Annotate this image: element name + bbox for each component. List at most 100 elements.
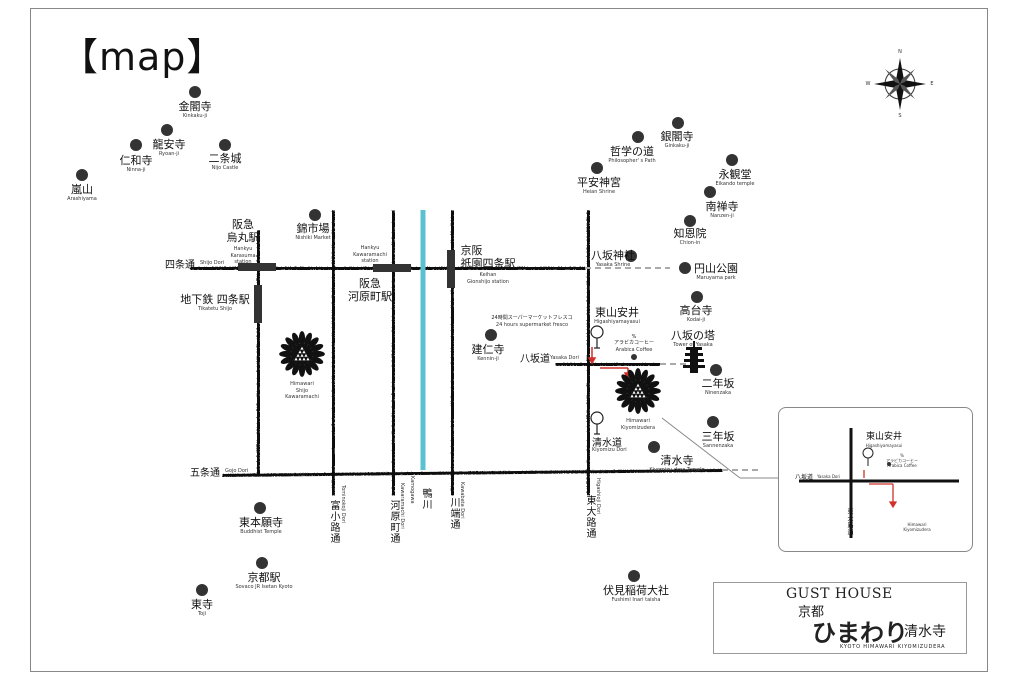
dot-ninenzaka — [710, 364, 722, 376]
inset-label-hotel: Himawari Kiyomizudera — [903, 522, 931, 532]
dot-kinkakuji — [189, 86, 201, 98]
inset-label-higashioji: 東大路通 — [846, 508, 853, 536]
pin-higashiyamayasui — [590, 325, 604, 339]
dot-toji — [196, 584, 208, 596]
station-subway-shijo-block — [254, 285, 262, 323]
station-kawaramachi-block — [373, 264, 411, 272]
compass-w: W — [865, 81, 871, 87]
label-road-kawaramachi-en: Kawaramachi Dori — [399, 483, 405, 529]
compass-e: E — [930, 81, 934, 87]
label-road-tominokoji: 富小路通 — [328, 500, 339, 544]
label-hotel-kiyomizu: Himawari Kiyomizudera — [620, 418, 656, 431]
pin-kiyomizu — [590, 411, 604, 425]
inset-label-arabica: % アラビカコーヒー Arabica Coffee — [886, 453, 918, 468]
dot-kyoto-station — [256, 557, 268, 569]
label-road-kamogawa: 鴨川 — [420, 488, 431, 510]
sunflower-logo-shijo — [279, 331, 325, 377]
label-road-higashioji-en: Higashioji Dori — [595, 478, 601, 515]
compass-n: N — [898, 49, 902, 55]
dot-philosopher — [632, 131, 644, 143]
label-station-kawaramachi: 阪急 河原町駅 — [348, 277, 392, 304]
brand-kiyomizudera: 清水寺 — [904, 624, 946, 640]
brand-gust-house: GUST HOUSE — [786, 586, 893, 602]
dot-kenninji — [485, 329, 497, 341]
map-title: 【map】 — [60, 35, 226, 79]
label-road-kiyomizu-en: Kiyomizu Dori — [592, 447, 627, 453]
station-karasuma-block — [238, 263, 276, 271]
road-gojo — [221, 468, 723, 477]
dot-nijo — [219, 139, 231, 151]
dot-ryoanji — [161, 124, 173, 136]
brand-kyoto: 京都 — [798, 605, 825, 620]
dot-yasaka-shrine — [625, 250, 637, 262]
label-road-kamogawa-en: Kamogawa — [409, 476, 415, 504]
dot-higashihonganji — [254, 502, 266, 514]
dot-nanzenji — [704, 186, 716, 198]
dot-ninnaji — [130, 139, 142, 151]
dot-heian — [591, 162, 603, 174]
map-frame — [30, 8, 988, 672]
inset-label-yasaka: 八坂道 — [795, 474, 814, 481]
label-road-shijo: 四条通 — [165, 260, 195, 271]
dot-arabica — [631, 354, 637, 360]
dot-arashiyama — [76, 169, 88, 181]
brand-box: GUST HOUSE 京都 ひまわり 清水寺 KYOTO HIMAWARI KI… — [713, 582, 967, 654]
dot-ginkakuji — [672, 117, 684, 129]
label-road-gojo-en: Gojo Dori — [225, 468, 249, 474]
label-road-kawaramachi: 河原町通 — [388, 500, 399, 544]
compass-rose-icon — [874, 58, 926, 110]
dot-eikando — [726, 154, 738, 166]
label-road-kiyomizu: 清水道 — [592, 438, 622, 449]
brand-himawari: ひまわり — [812, 618, 908, 647]
label-road-higashioji: 東大路通 — [584, 495, 595, 539]
dot-fushimi — [628, 570, 640, 582]
dot-kodaiji — [691, 291, 703, 303]
dot-nishiki — [309, 209, 321, 221]
label-road-tominokoji-en: Tominokoji Dori — [340, 485, 346, 524]
compass-s: S — [898, 113, 902, 119]
label-road-kawabata-en: Kawabata Dori — [459, 482, 465, 519]
dot-sannenzaka — [707, 416, 719, 428]
station-gionshijo-block — [447, 250, 455, 288]
label-hotel-shijo: Himawari Shijo Kawaramachi — [285, 381, 319, 400]
label-road-yasaka-en: Yasaka Dori — [550, 355, 579, 361]
label-road-yasaka: 八坂道 — [520, 354, 550, 365]
dot-maruyama — [679, 262, 691, 274]
sunflower-logo-kiyomizu — [615, 368, 661, 414]
pagoda-icon — [683, 341, 705, 373]
label-road-gojo: 五条通 — [190, 468, 220, 479]
dot-kiyomizudera — [648, 441, 660, 453]
